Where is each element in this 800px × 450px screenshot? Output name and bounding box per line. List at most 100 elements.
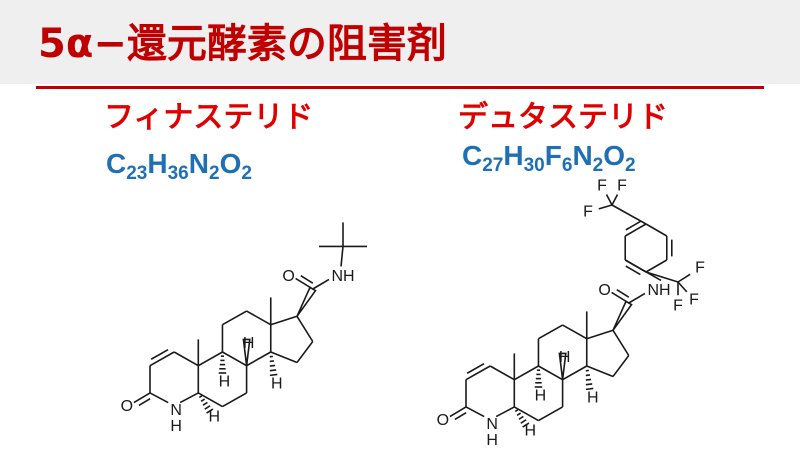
bond (538, 406, 563, 422)
hash-bond (516, 412, 522, 416)
bond (605, 194, 613, 206)
hash-bond (269, 373, 278, 377)
bond (489, 365, 515, 381)
wedge-bond (612, 300, 633, 331)
double-bond (133, 392, 151, 404)
double-bond (150, 348, 169, 360)
hash-bond (514, 409, 519, 413)
double-bond (454, 411, 467, 421)
bond (495, 406, 515, 418)
atom-label-n: N (170, 402, 182, 419)
double-bond (625, 265, 641, 276)
formula-subscript: 36 (167, 163, 189, 184)
formula-subscript: 6 (561, 155, 573, 176)
formula-subscript: 23 (126, 163, 148, 184)
bond (538, 324, 563, 340)
formula-element: O (603, 140, 626, 171)
double-bond (624, 259, 647, 273)
title-divider (36, 86, 764, 89)
hash-bond (202, 401, 208, 406)
bond (645, 271, 679, 283)
bond (222, 351, 247, 367)
bond (513, 406, 539, 422)
slide-title: 5α−還元酵素の阻害剤 (38, 21, 447, 67)
atom-label-h: H (209, 408, 221, 425)
formula-subscript: 2 (208, 163, 220, 184)
atom-label-o: O (437, 412, 449, 429)
atom-label-o: O (121, 398, 133, 415)
bond (465, 406, 485, 418)
bond (612, 329, 630, 356)
formula-element: C (106, 148, 127, 179)
bond (598, 204, 613, 210)
bond (197, 351, 223, 367)
bond (645, 223, 668, 237)
bond (296, 315, 314, 342)
bond (270, 315, 298, 326)
bond (222, 310, 247, 326)
formula-element: C (462, 140, 483, 171)
formula-element: H (503, 140, 524, 171)
atom-label-n: N (486, 416, 498, 433)
hash-bond (585, 374, 591, 377)
formula-subscript: 2 (592, 155, 604, 176)
atom-label-f: F (673, 298, 683, 315)
bond (628, 292, 646, 304)
formula-element: H (147, 148, 168, 179)
atom-label-h: H (559, 349, 571, 366)
atom-label-f: F (689, 292, 699, 309)
wedge-bond (242, 338, 251, 366)
atom-label-o: O (598, 282, 610, 299)
formula-element: N (572, 140, 593, 171)
atom-label-h: H (587, 390, 599, 407)
bond (538, 365, 563, 381)
bond (645, 259, 668, 273)
hash-bond (206, 408, 214, 414)
double-bond (611, 291, 630, 304)
hash-bond (585, 378, 592, 381)
formula-subscript: 27 (482, 155, 504, 176)
bond (179, 392, 199, 404)
hash-bond (269, 369, 277, 372)
atom-label-h: H (170, 418, 182, 435)
bond (312, 278, 330, 290)
drug-name-dutasteride: デュタステリド (458, 100, 668, 135)
title-band (0, 0, 800, 84)
hash-bond (522, 422, 530, 428)
bond (612, 355, 630, 377)
atom-label-h: H (243, 335, 255, 352)
bond (296, 341, 314, 363)
double-bond (624, 223, 647, 237)
double-bond (149, 351, 175, 367)
formula-element: N (188, 148, 209, 179)
double-bond (295, 277, 314, 290)
atom-label-f: F (583, 204, 593, 221)
atom-label-nh: NH (647, 282, 670, 299)
drug-name-finasteride: フィナステリド (104, 100, 314, 135)
bond (611, 194, 619, 206)
atom-label-o: O (282, 268, 294, 285)
double-bond (449, 406, 467, 418)
hash-bond (520, 419, 527, 424)
atom-label-h: H (271, 376, 283, 393)
wedge-bond (558, 352, 567, 380)
bond (246, 351, 272, 367)
atom-label-h: H (486, 432, 498, 449)
hash-bond (585, 387, 594, 391)
bond (562, 365, 588, 381)
formula-finasteride: C23H36N2O2 (106, 146, 252, 192)
double-bond (300, 275, 314, 284)
double-bond (138, 397, 151, 407)
wedge-bond (296, 286, 317, 317)
hash-bond (269, 360, 275, 363)
bond (611, 204, 647, 225)
hash-bond (200, 398, 206, 402)
bond (222, 392, 247, 408)
formula-element: O (219, 148, 242, 179)
double-bond (465, 365, 491, 381)
formula-element: F (544, 140, 562, 171)
hash-bond (585, 383, 593, 386)
bond (197, 392, 223, 408)
